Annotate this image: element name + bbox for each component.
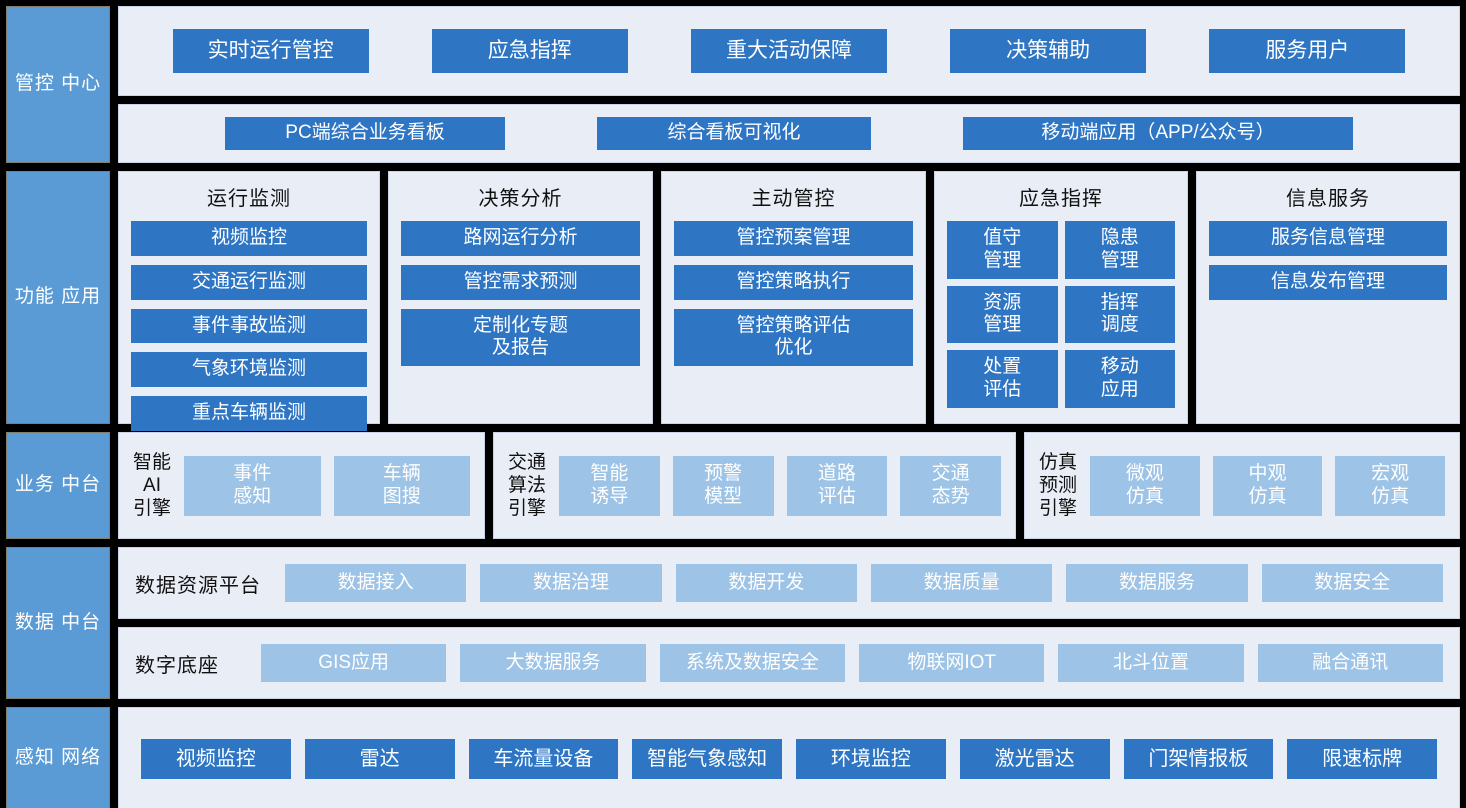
tier-control-center: 管控 中心 实时运行管控 应急指挥 重大活动保障 决策辅助 服务用户 PC端综合…	[6, 6, 1460, 163]
chip-iot[interactable]: 物联网IOT	[858, 644, 1045, 682]
chip-video-surveillance[interactable]: 视频监控	[131, 221, 367, 256]
chip-lidar-device[interactable]: 激光雷达	[959, 738, 1110, 779]
group-information-service: 信息服务 服务信息管理 信息发布管理	[1196, 171, 1460, 424]
panel-data-resource-platform: 数据资源平台 数据接入 数据治理 数据开发 数据质量 数据服务 数据安全	[118, 547, 1460, 619]
chip-mobile-application-emergency[interactable]: 移动 应用	[1064, 350, 1175, 408]
chip-control-strategy-evaluation-optimization[interactable]: 管控策略评估 优化	[674, 308, 913, 367]
panel-sensing-devices: 视频监控 雷达 车流量设备 智能气象感知 环境监控 激光雷达 门架情报板 限速标…	[118, 707, 1460, 808]
label-data-resource-platform: 数据资源平台	[135, 574, 261, 597]
group-traffic-algorithm-engine: 交通 算法 引擎 智能 诱导 预警 模型 道路 评估 交通 态势	[493, 432, 1016, 539]
chip-traffic-operation-monitoring[interactable]: 交通运行监测	[131, 264, 367, 300]
chip-weather-environment-monitoring[interactable]: 气象环境监测	[131, 352, 367, 388]
sidebar-label-business-middle-platform: 业务 中台	[6, 432, 110, 539]
group-active-control: 主动管控 管控预案管理 管控策略执行 管控策略评估 优化	[661, 171, 926, 424]
chip-radar-device[interactable]: 雷达	[304, 738, 455, 779]
chip-road-evaluation[interactable]: 道路 评估	[786, 455, 888, 516]
chip-key-vehicle-monitoring[interactable]: 重点车辆监测	[131, 396, 367, 431]
group-title-active-control: 主动管控	[751, 188, 836, 210]
group-ai-engine: 智能 AI 引擎 事件 感知 车辆 图搜	[118, 432, 485, 539]
chip-intelligent-weather-sensing[interactable]: 智能气象感知	[632, 738, 782, 779]
chip-major-event-support[interactable]: 重大活动保障	[690, 29, 887, 73]
chip-service-information-management[interactable]: 服务信息管理	[1209, 221, 1447, 256]
chip-meso-simulation[interactable]: 中观 仿真	[1212, 455, 1323, 516]
chip-traffic-flow-device[interactable]: 车流量设备	[468, 738, 619, 779]
chip-decision-support[interactable]: 决策辅助	[950, 29, 1147, 73]
panel-digital-foundation: 数字底座 GIS应用 大数据服务 系统及数据安全 物联网IOT 北斗位置 融合通…	[118, 627, 1460, 699]
tier-functional-applications: 功能 应用 运行监测 视频监控 交通运行监测 事件事故监测 气象环境监测 重点车…	[6, 171, 1460, 431]
chip-control-plan-management[interactable]: 管控预案管理	[674, 221, 913, 256]
chip-hazard-management[interactable]: 隐患 管理	[1064, 221, 1175, 279]
panel-control-scenarios: 实时运行管控 应急指挥 重大活动保障 决策辅助 服务用户	[118, 6, 1460, 96]
group-emergency-command: 应急指挥 值守 管理 隐患 管理 资源 管理 指挥 调度 处置 评估 移动 应用	[934, 171, 1188, 424]
group-simulation-prediction-engine: 仿真 预测 引擎 微观 仿真 中观 仿真 宏观 仿真	[1024, 432, 1460, 539]
tier-business-middle-platform: 业务 中台 智能 AI 引擎 事件 感知 车辆 图搜 交通 算法 引擎 智能 诱…	[6, 432, 1460, 539]
chip-video-surveillance-device[interactable]: 视频监控	[141, 738, 291, 779]
chip-information-publishing-management[interactable]: 信息发布管理	[1209, 264, 1447, 300]
label-digital-foundation: 数字底座	[135, 654, 219, 677]
chip-realtime-operation-control[interactable]: 实时运行管控	[172, 29, 369, 73]
chip-early-warning-model[interactable]: 预警 模型	[672, 455, 774, 516]
chip-traffic-situation[interactable]: 交通 态势	[900, 455, 1002, 516]
chip-serve-users[interactable]: 服务用户	[1209, 29, 1406, 73]
chip-system-and-data-security[interactable]: 系统及数据安全	[659, 644, 845, 682]
chip-data-ingestion[interactable]: 数据接入	[285, 564, 467, 602]
sidebar-label-data-middle-platform: 数据 中台	[6, 547, 110, 699]
group-operation-monitoring: 运行监测 视频监控 交通运行监测 事件事故监测 气象环境监测 重点车辆监测	[118, 171, 380, 431]
chip-mobile-application[interactable]: 移动端应用（APP/公众号）	[963, 117, 1353, 150]
group-title-emergency-command: 应急指挥	[1019, 188, 1103, 210]
chip-dashboard-visualization[interactable]: 综合看板可视化	[597, 117, 871, 150]
chip-road-network-operation-analysis[interactable]: 路网运行分析	[401, 221, 640, 256]
chip-gantry-information-board[interactable]: 门架情报板	[1123, 738, 1274, 779]
chip-vehicle-image-search[interactable]: 车辆 图搜	[333, 455, 471, 516]
chip-event-perception[interactable]: 事件 感知	[184, 455, 321, 516]
tier-data-middle-platform: 数据 中台 数据资源平台 数据接入 数据治理 数据开发 数据质量 数据服务 数据…	[6, 547, 1460, 699]
tier-sensing-network: 感知 网络 视频监控 雷达 车流量设备 智能气象感知 环境监控 激光雷达 门架情…	[6, 707, 1460, 808]
chip-big-data-service[interactable]: 大数据服务	[460, 644, 646, 682]
chip-custom-topic-and-report[interactable]: 定制化专题 及报告	[401, 308, 640, 367]
sidebar-label-sensing-network: 感知 网络	[6, 707, 110, 808]
chip-speed-limit-sign[interactable]: 限速标牌	[1287, 738, 1437, 779]
chip-command-dispatch[interactable]: 指挥 调度	[1064, 285, 1175, 344]
chip-emergency-command[interactable]: 应急指挥	[431, 29, 628, 73]
chip-intelligent-guidance[interactable]: 智能 诱导	[559, 455, 660, 516]
chip-data-service[interactable]: 数据服务	[1066, 564, 1248, 602]
sidebar-label-control-center: 管控 中心	[6, 6, 110, 163]
chip-control-strategy-execution[interactable]: 管控策略执行	[674, 264, 913, 300]
group-title-traffic-algorithm-engine: 交通 算法 引擎	[508, 451, 547, 520]
group-title-decision-analysis: 决策分析	[478, 188, 563, 210]
group-title-information-service: 信息服务	[1286, 188, 1370, 210]
chip-data-security[interactable]: 数据安全	[1261, 564, 1443, 602]
chip-resource-management[interactable]: 资源 管理	[947, 285, 1058, 344]
chip-data-governance[interactable]: 数据治理	[480, 564, 662, 602]
chip-disposal-evaluation[interactable]: 处置 评估	[947, 350, 1058, 408]
chip-data-development[interactable]: 数据开发	[675, 564, 857, 602]
chip-environment-monitoring-device[interactable]: 环境监控	[796, 738, 946, 779]
group-decision-analysis: 决策分析 路网运行分析 管控需求预测 定制化专题 及报告	[388, 171, 653, 424]
chip-gis-application[interactable]: GIS应用	[261, 644, 447, 682]
chip-incident-accident-monitoring[interactable]: 事件事故监测	[131, 308, 367, 344]
chip-duty-management[interactable]: 值守 管理	[947, 221, 1058, 279]
panel-control-terminals: PC端综合业务看板 综合看板可视化 移动端应用（APP/公众号）	[118, 104, 1460, 163]
chip-beidou-positioning[interactable]: 北斗位置	[1058, 644, 1244, 682]
chip-pc-business-dashboard[interactable]: PC端综合业务看板	[225, 117, 505, 150]
group-title-ai-engine: 智能 AI 引擎	[133, 451, 172, 520]
group-title-operation-monitoring: 运行监测	[207, 188, 291, 210]
chip-converged-communication[interactable]: 融合通讯	[1257, 644, 1443, 682]
sidebar-label-functional-applications: 功能 应用	[6, 171, 110, 424]
group-title-simulation-prediction-engine: 仿真 预测 引擎	[1039, 451, 1078, 520]
chip-macro-simulation[interactable]: 宏观 仿真	[1335, 455, 1445, 516]
chip-micro-simulation[interactable]: 微观 仿真	[1090, 455, 1200, 516]
chip-control-demand-forecast[interactable]: 管控需求预测	[401, 264, 640, 300]
chip-data-quality[interactable]: 数据质量	[870, 564, 1053, 602]
